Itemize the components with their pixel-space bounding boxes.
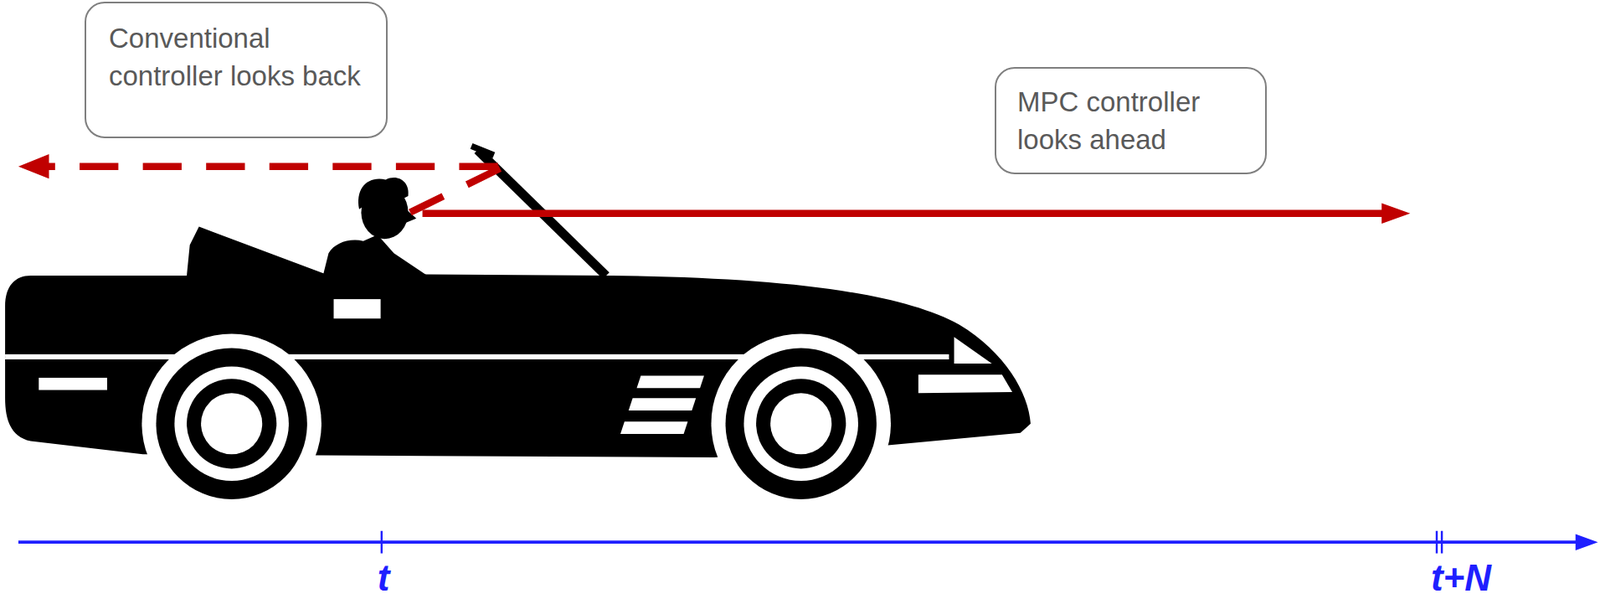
callout-text: MPC controller looks ahead [1017,82,1251,159]
front-bumper-stripe [918,374,1013,393]
door-handle [334,298,381,319]
look-back-dashed-arrow [42,162,499,170]
wheel-hub [200,392,263,454]
axis-tick [1440,530,1443,554]
time-label: t [377,559,391,597]
illustration-group [5,145,1598,553]
driver-hair [358,177,409,210]
wheel-rim [756,378,846,469]
wheel-tire [155,348,307,500]
callout-text: Conventional controller looks back [108,19,371,95]
look-ahead-arrow [422,209,1389,217]
look-back-sightline [410,167,503,213]
wheel-tire [725,348,877,500]
wheel-ring [174,366,289,482]
look-ahead-arrowhead [1381,203,1410,224]
wheel-arch [710,334,891,515]
wheel-arch [141,334,322,515]
headlight [954,336,993,364]
tail-light [38,377,108,391]
axis-tick [1435,530,1438,554]
side-vent [628,397,696,411]
time-label: t+N [1430,559,1492,597]
wheel-rim [186,378,277,469]
driver-body [322,234,431,278]
time-axis [18,540,1580,544]
side-vent [620,421,688,434]
look-back-arrowhead [18,154,50,179]
wheel-ring [743,366,859,482]
windshield-top [471,145,494,155]
axis-tick [380,530,383,554]
wheel-hub [770,392,832,454]
time-axis-arrowhead [1575,533,1599,551]
side-vent [637,375,705,389]
callout-box: Conventional controller looks back [84,1,388,139]
callout-box: MPC controller looks ahead [994,66,1267,175]
